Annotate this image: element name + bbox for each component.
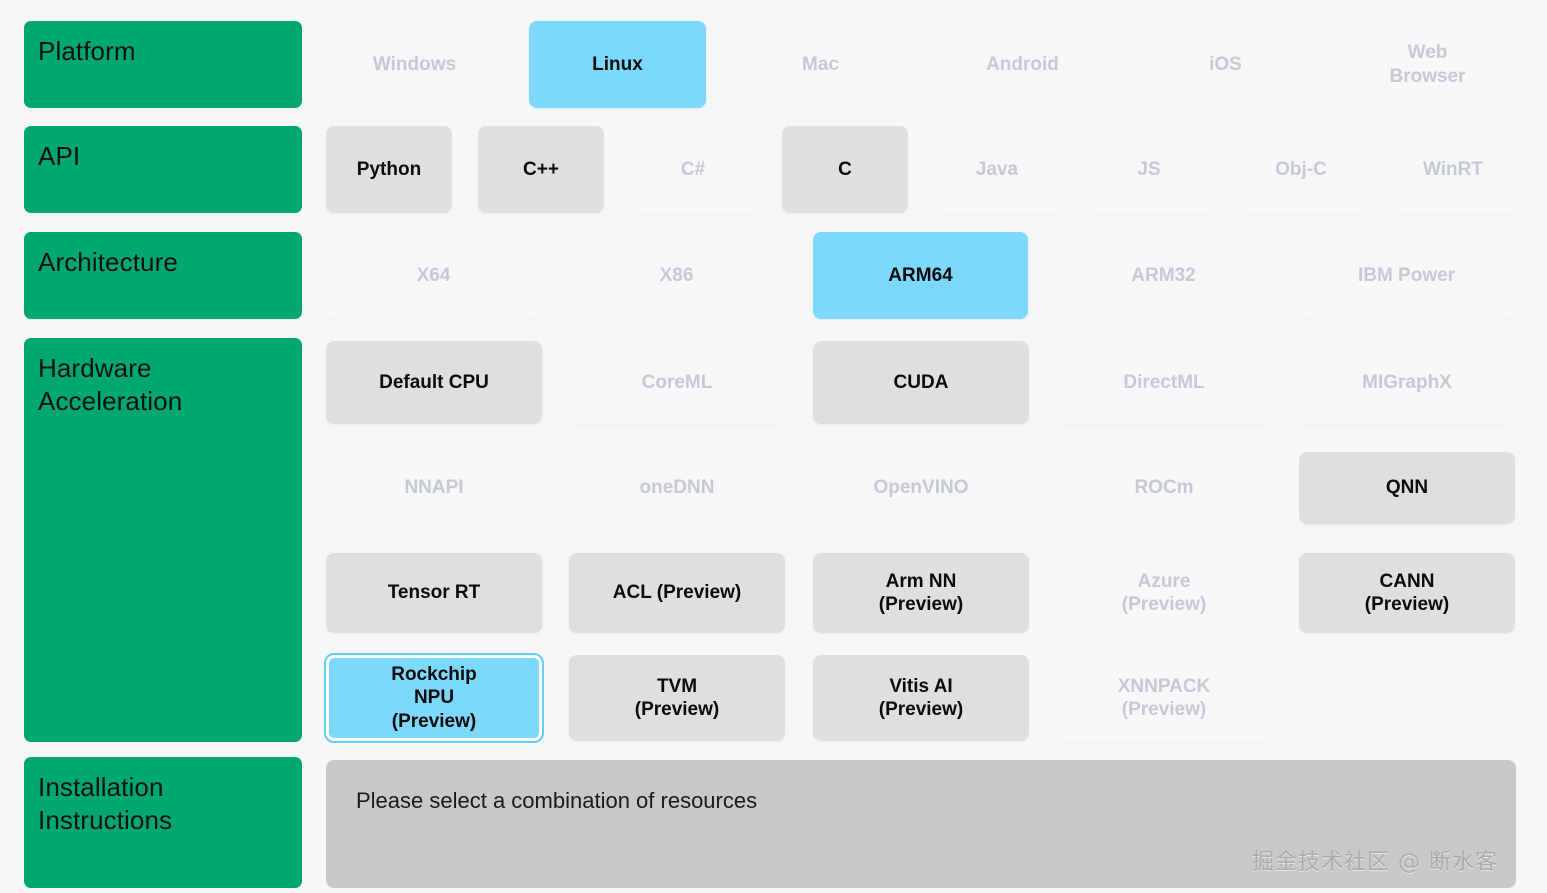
option-rocm: ROCm	[1056, 452, 1272, 524]
option-ibm-power: IBM Power	[1299, 232, 1514, 319]
option-c[interactable]: C	[782, 126, 908, 213]
option-x86: X86	[569, 232, 784, 319]
category-label-architecture: Architecture	[24, 232, 302, 319]
instructions-message: Please select a combination of resources	[356, 788, 758, 813]
option-rockchip-npu-preview[interactable]: Rockchip NPU (Preview)	[324, 653, 544, 743]
option-default-cpu[interactable]: Default CPU	[326, 341, 542, 424]
option-mac: Mac	[732, 21, 909, 108]
category-label-platform: Platform	[24, 21, 302, 108]
option-c[interactable]: C++	[478, 126, 604, 213]
option-windows: Windows	[326, 21, 503, 108]
option-coreml: CoreML	[569, 341, 785, 424]
option-linux[interactable]: Linux	[529, 21, 706, 108]
option-azure-preview: Azure (Preview)	[1056, 553, 1272, 633]
option-c: C#	[630, 126, 756, 213]
option-winrt: WinRT	[1390, 126, 1516, 213]
category-label-hardware-acceleration: Hardware Acceleration	[24, 338, 302, 742]
option-ios: iOS	[1137, 21, 1314, 108]
option-nnapi: NNAPI	[326, 452, 542, 524]
installation-instructions-panel: Please select a combination of resources…	[326, 760, 1516, 888]
option-directml: DirectML	[1056, 341, 1272, 424]
option-qnn[interactable]: QNN	[1299, 452, 1515, 524]
option-openvino: OpenVINO	[813, 452, 1029, 524]
option-xnnpack-preview: XNNPACK (Preview)	[1056, 655, 1272, 741]
option-python[interactable]: Python	[326, 126, 452, 213]
option-tvm-preview[interactable]: TVM (Preview)	[569, 655, 785, 741]
option-android: Android	[934, 21, 1111, 108]
option-x64: X64	[326, 232, 541, 319]
option-migraphx: MIGraphX	[1299, 341, 1515, 424]
option-cann-preview[interactable]: CANN (Preview)	[1299, 553, 1515, 633]
option-acl-preview[interactable]: ACL (Preview)	[569, 553, 785, 633]
category-label-installation-instructions: Installation Instructions	[24, 757, 302, 888]
option-arm-nn-preview[interactable]: Arm NN (Preview)	[813, 553, 1029, 633]
category-label-api: API	[24, 126, 302, 213]
option-arm32: ARM32	[1056, 232, 1271, 319]
option-web-browser: Web Browser	[1339, 21, 1516, 108]
option-arm64[interactable]: ARM64	[813, 232, 1028, 319]
option-onednn: oneDNN	[569, 452, 785, 524]
option-java: Java	[934, 126, 1060, 213]
option-obj-c: Obj-C	[1238, 126, 1364, 213]
option-js: JS	[1086, 126, 1212, 213]
option-vitis-ai-preview[interactable]: Vitis AI (Preview)	[813, 655, 1029, 741]
option-cuda[interactable]: CUDA	[813, 341, 1029, 424]
option-tensor-rt[interactable]: Tensor RT	[326, 553, 542, 633]
watermark: 掘金技术社区 @ 断水客	[1252, 850, 1498, 875]
